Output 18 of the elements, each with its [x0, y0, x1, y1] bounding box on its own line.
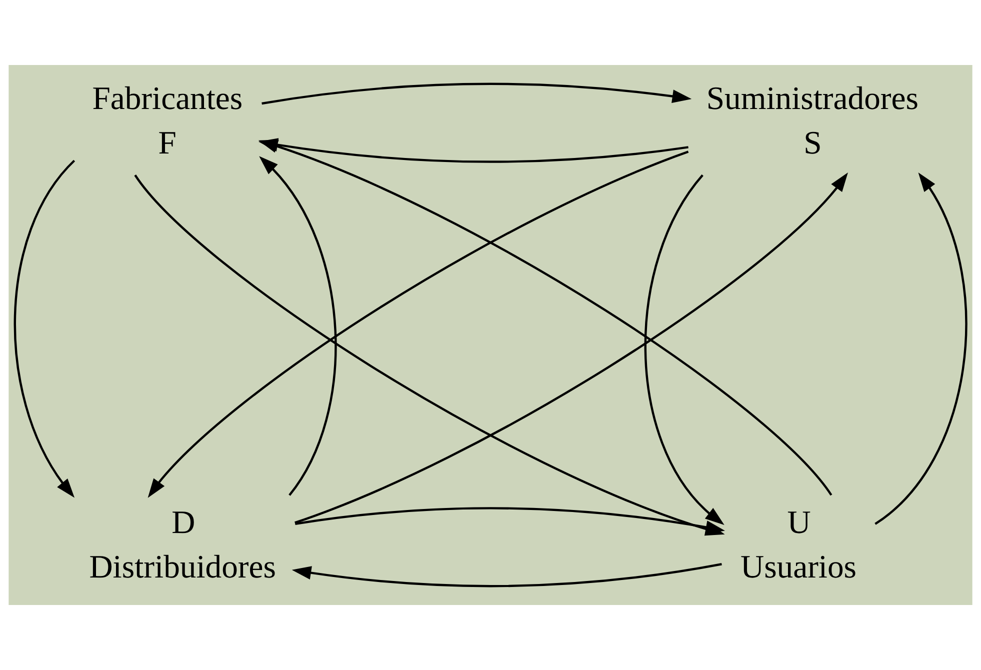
arrow — [14, 160, 76, 498]
node-text: U — [787, 505, 811, 542]
node-text: S — [804, 125, 822, 162]
node-text: D — [172, 505, 196, 542]
node-label: Usuarios — [740, 550, 857, 586]
node-label: Fabricantes — [92, 80, 243, 117]
arrow — [148, 150, 689, 498]
arrow — [292, 563, 722, 588]
arrow — [259, 156, 336, 496]
arrow — [295, 507, 726, 534]
node-label: Suministradores — [706, 80, 918, 117]
arrow — [258, 140, 832, 496]
arrow — [294, 172, 848, 524]
arrow — [644, 174, 724, 526]
arrow — [262, 82, 692, 105]
arrow — [874, 172, 968, 525]
node-label: Distribuidores — [89, 550, 276, 586]
node-text: F — [158, 125, 176, 162]
